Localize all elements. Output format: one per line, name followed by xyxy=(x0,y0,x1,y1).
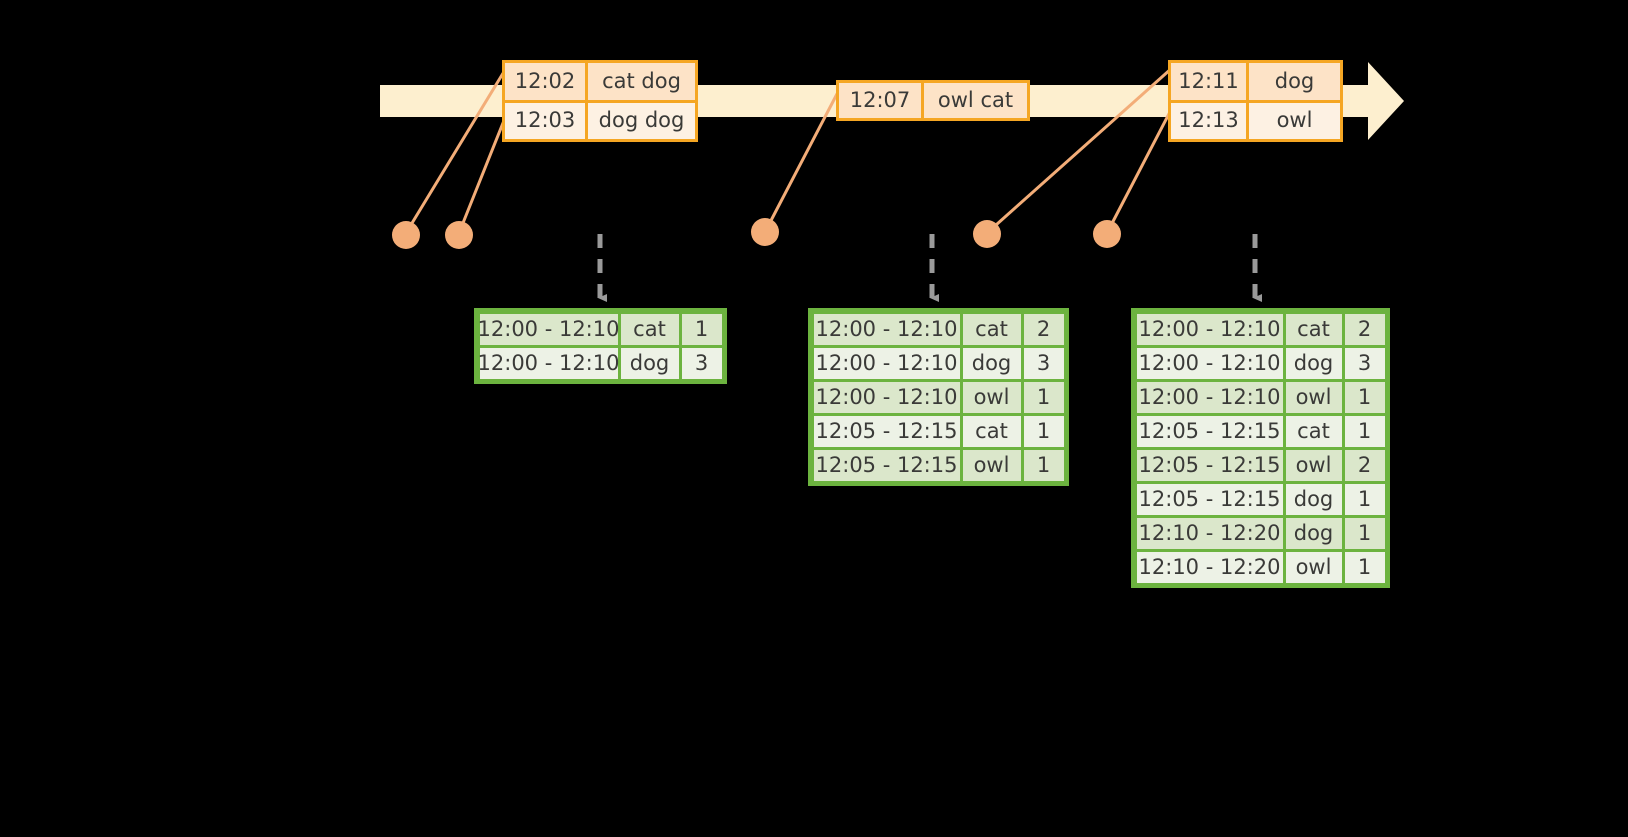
cell-count: 1 xyxy=(1344,415,1385,447)
cell-count: 1 xyxy=(1023,381,1064,413)
event-words: dog dog xyxy=(588,102,695,139)
cell-count: 1 xyxy=(1344,381,1385,413)
event-box-1[interactable]: 12:02 cat dog 12:03 dog dog xyxy=(502,60,698,142)
cell-word: dog xyxy=(1285,517,1342,549)
event-dot xyxy=(392,221,420,249)
cell-window: 12:05 - 12:15 xyxy=(813,415,960,447)
cell-window: 12:05 - 12:15 xyxy=(1136,415,1283,447)
event-dot xyxy=(445,221,473,249)
cell-word: cat xyxy=(1285,415,1342,447)
event-time: 12:03 xyxy=(505,102,588,139)
cell-count: 1 xyxy=(1344,551,1385,583)
cell-word: owl xyxy=(1285,381,1342,413)
event-dot xyxy=(751,218,779,246)
cell-window: 12:00 - 12:10 xyxy=(1136,313,1283,345)
cell-word: owl xyxy=(1285,449,1342,481)
cell-word: owl xyxy=(962,449,1021,481)
cell-window: 12:00 - 12:10 xyxy=(1136,347,1283,379)
cell-window: 12:10 - 12:20 xyxy=(1136,551,1283,583)
event-time: 12:07 xyxy=(839,83,924,118)
cell-window: 12:05 - 12:15 xyxy=(1136,449,1283,481)
cell-count: 1 xyxy=(681,313,722,345)
cell-count: 1 xyxy=(1023,415,1064,447)
event-row: 12:13 owl xyxy=(1171,99,1340,139)
cell-count: 1 xyxy=(1344,517,1385,549)
cell-word: dog xyxy=(1285,347,1342,379)
event-time: 12:02 xyxy=(505,63,588,100)
cell-window: 12:00 - 12:10 xyxy=(813,347,960,379)
cell-count: 1 xyxy=(1344,483,1385,515)
cell-count: 1 xyxy=(1023,449,1064,481)
cell-count: 3 xyxy=(1344,347,1385,379)
cell-word: dog xyxy=(962,347,1021,379)
snapshot-dashed-arrows xyxy=(597,234,1262,302)
cell-count: 2 xyxy=(1344,313,1385,345)
event-words: dog xyxy=(1249,63,1340,100)
event-box-2[interactable]: 12:07 owl cat xyxy=(836,80,1030,121)
event-words: owl cat xyxy=(924,83,1027,118)
event-dot xyxy=(973,220,1001,248)
event-words: owl xyxy=(1249,102,1340,139)
event-time: 12:13 xyxy=(1171,102,1249,139)
cell-window: 12:00 - 12:10 xyxy=(1136,381,1283,413)
cell-count: 2 xyxy=(1023,313,1064,345)
event-dots xyxy=(392,218,1121,249)
cell-count: 3 xyxy=(681,347,722,379)
cell-window: 12:00 - 12:10 xyxy=(813,313,960,345)
cell-word: owl xyxy=(962,381,1021,413)
cell-word: dog xyxy=(1285,483,1342,515)
cell-window: 12:05 - 12:15 xyxy=(813,449,960,481)
cell-count: 2 xyxy=(1344,449,1385,481)
event-row: 12:11 dog xyxy=(1171,63,1340,100)
event-row: 12:03 dog dog xyxy=(505,99,695,139)
event-time: 12:11 xyxy=(1171,63,1249,100)
cell-word: cat xyxy=(962,313,1021,345)
cell-window: 12:05 - 12:15 xyxy=(1136,483,1283,515)
cell-count: 3 xyxy=(1023,347,1064,379)
cell-word: dog xyxy=(620,347,679,379)
event-dot xyxy=(1093,220,1121,248)
cell-window: 12:00 - 12:10 xyxy=(478,347,619,379)
event-row: 12:02 cat dog xyxy=(505,63,695,100)
cell-word: cat xyxy=(620,313,679,345)
cell-word: cat xyxy=(962,415,1021,447)
event-row: 12:07 owl cat xyxy=(839,83,1027,118)
cell-word: owl xyxy=(1285,551,1342,583)
event-box-3[interactable]: 12:11 dog 12:13 owl xyxy=(1168,60,1343,142)
cell-word: cat xyxy=(1285,313,1342,345)
cell-window: 12:10 - 12:20 xyxy=(1136,517,1283,549)
event-words: cat dog xyxy=(588,63,695,100)
cell-window: 12:00 - 12:10 xyxy=(813,381,960,413)
cell-window: 12:00 - 12:10 xyxy=(478,313,619,345)
